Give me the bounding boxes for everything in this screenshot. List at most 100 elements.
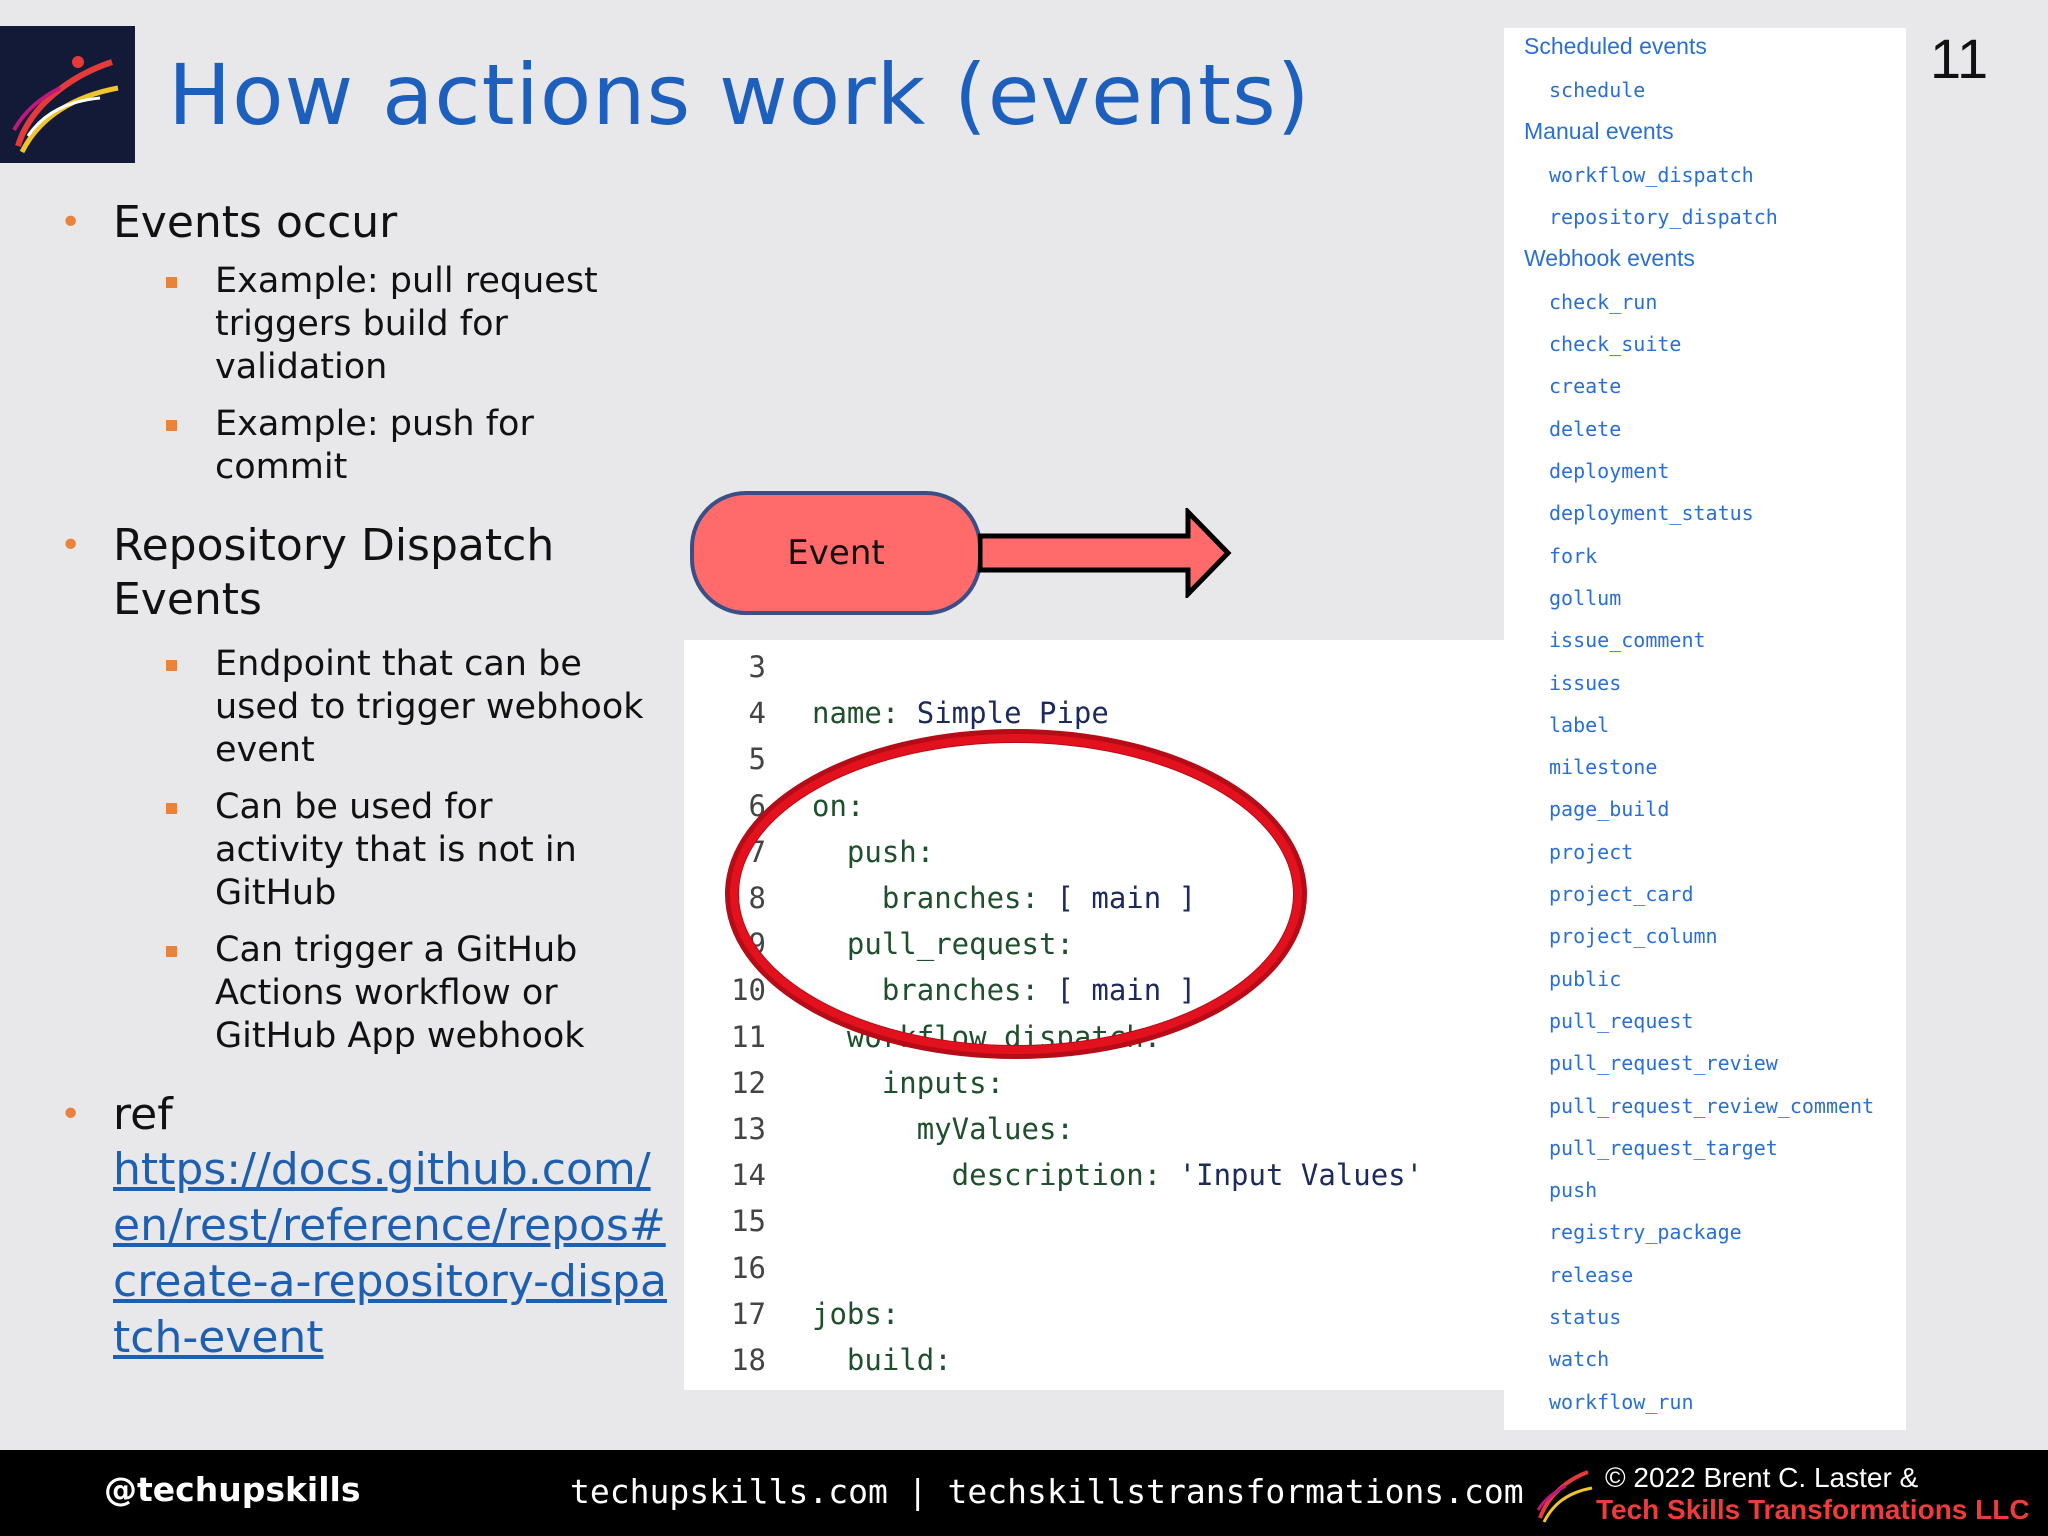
event-category-link[interactable]: Scheduled events bbox=[1524, 33, 1707, 59]
code-text: jobs: bbox=[812, 1291, 899, 1337]
code-line: 5 bbox=[684, 736, 1504, 782]
line-number: 11 bbox=[731, 1019, 766, 1054]
code-text: description: 'Input Values' bbox=[812, 1152, 1423, 1198]
event-link[interactable]: repository_dispatch bbox=[1549, 205, 1778, 230]
code-text: build: bbox=[812, 1337, 952, 1383]
event-link[interactable]: milestone bbox=[1549, 755, 1658, 780]
code-line: 17 jobs: bbox=[684, 1291, 1504, 1337]
copyright-text: © 2022 Brent C. Laster & bbox=[1605, 1462, 1919, 1493]
code-line: 13 myValues: bbox=[684, 1106, 1504, 1152]
bullet-dot-icon: • bbox=[60, 525, 82, 566]
event-link[interactable]: project_column bbox=[1549, 924, 1718, 949]
code-line: 14 description: 'Input Values' bbox=[684, 1152, 1504, 1198]
event-link[interactable]: watch bbox=[1549, 1347, 1610, 1372]
event-link[interactable]: schedule bbox=[1549, 78, 1646, 103]
social-handle: @techupskills bbox=[104, 1470, 361, 1509]
code-key: description: bbox=[812, 1158, 1179, 1193]
code-value: Simple Pipe bbox=[916, 696, 1109, 731]
event-link[interactable]: project_card bbox=[1549, 882, 1694, 906]
code-line: 16 bbox=[684, 1245, 1504, 1291]
code-line: 8 branches: [ main ] bbox=[684, 875, 1504, 921]
line-number: 4 bbox=[748, 696, 766, 731]
event-link[interactable]: pull_request_review bbox=[1549, 1051, 1778, 1076]
line-number: 18 bbox=[731, 1343, 766, 1377]
line-number: 3 bbox=[748, 650, 766, 684]
code-key: inputs: bbox=[812, 1065, 1005, 1100]
event-link[interactable]: create bbox=[1549, 374, 1622, 399]
event-link[interactable]: registry_package bbox=[1549, 1220, 1742, 1245]
code-key: branches: bbox=[812, 973, 1057, 1008]
event-link[interactable]: issue_comment bbox=[1549, 628, 1706, 653]
event-category-link[interactable]: Manual events bbox=[1524, 117, 1674, 144]
event-label: Event bbox=[787, 533, 885, 573]
brand-logo bbox=[0, 26, 135, 163]
code-key: myValues: bbox=[812, 1112, 1074, 1146]
footer-bar: @techupskills techupskills.com | techski… bbox=[0, 1450, 2048, 1536]
code-text: pull_request: bbox=[812, 921, 1074, 967]
event-link[interactable]: fork bbox=[1549, 543, 1598, 568]
event-link[interactable]: deployment_status bbox=[1549, 501, 1754, 526]
event-link[interactable]: check_suite bbox=[1549, 332, 1682, 357]
code-line: 10 branches: [ main ] bbox=[684, 967, 1504, 1013]
code-text: inputs: bbox=[812, 1060, 1004, 1106]
sub-bullet: Endpoint that can be used to trigger web… bbox=[60, 643, 660, 772]
event-shape bbox=[690, 491, 982, 615]
ref-link[interactable]: https://docs.github.com/en/rest/referenc… bbox=[113, 1144, 667, 1363]
square-bullet-icon bbox=[166, 420, 177, 431]
event-link[interactable]: status bbox=[1549, 1305, 1622, 1329]
code-key: build: bbox=[812, 1343, 952, 1377]
line-number: 5 bbox=[748, 742, 766, 777]
code-text: myValues: bbox=[812, 1106, 1074, 1152]
slide-title: How actions work (events) bbox=[168, 46, 1311, 144]
bullet-dot-icon: • bbox=[60, 1094, 82, 1135]
code-line: 4 name: Simple Pipe bbox=[684, 690, 1504, 736]
bullet-events-occur: • Events occur bbox=[60, 197, 398, 248]
event-link[interactable]: workflow_dispatch bbox=[1549, 162, 1754, 187]
event-link[interactable]: gollum bbox=[1549, 585, 1622, 610]
event-link[interactable]: pull_request_review_comment bbox=[1549, 1093, 1875, 1118]
code-key: push: bbox=[812, 834, 935, 869]
event-link[interactable]: push bbox=[1549, 1178, 1598, 1203]
code-value: [ main ] bbox=[1056, 881, 1197, 915]
event-link[interactable]: release bbox=[1549, 1262, 1634, 1287]
event-link[interactable]: check_run bbox=[1549, 289, 1658, 314]
company-name: Tech Skills Transformations LLC bbox=[1596, 1494, 2030, 1525]
line-number: 15 bbox=[731, 1204, 766, 1239]
event-link[interactable]: pull_request bbox=[1549, 1008, 1694, 1033]
code-key: on: bbox=[812, 788, 865, 823]
event-link[interactable]: page_build bbox=[1549, 797, 1670, 822]
slide-number: 11 bbox=[1930, 27, 1989, 90]
code-value: 'Input Values' bbox=[1178, 1158, 1424, 1193]
code-text: branches: [ main ] bbox=[812, 875, 1196, 921]
line-number: 16 bbox=[731, 1250, 766, 1285]
event-category-link[interactable]: Webhook events bbox=[1524, 244, 1695, 271]
event-link[interactable]: deployment bbox=[1549, 459, 1670, 483]
sub-bullet: Example: push for commit bbox=[60, 403, 660, 489]
event-link[interactable]: issues bbox=[1549, 670, 1622, 695]
code-text: name: Simple Pipe bbox=[812, 690, 1109, 736]
code-line: 7 push: bbox=[684, 829, 1504, 875]
event-link[interactable]: public bbox=[1549, 966, 1622, 991]
line-number: 17 bbox=[731, 1296, 766, 1331]
code-line: 12 inputs: bbox=[684, 1060, 1504, 1106]
line-number: 8 bbox=[748, 881, 766, 915]
footer-logo-icon bbox=[1536, 1470, 1593, 1523]
bullet-ref: • ref https://docs.github.com/en/rest/re… bbox=[60, 1088, 667, 1366]
square-bullet-icon bbox=[166, 803, 177, 814]
sub-bullet: Can trigger a GitHub Actions workflow or… bbox=[60, 929, 660, 1058]
event-link[interactable]: pull_request_target bbox=[1549, 1135, 1778, 1160]
sub-bullet: Example: pull request triggers build for… bbox=[60, 260, 660, 389]
event-link[interactable]: workflow_run bbox=[1549, 1389, 1694, 1414]
code-key: pull_request: bbox=[812, 927, 1074, 962]
code-key: jobs: bbox=[812, 1296, 900, 1331]
code-line: 18 build: bbox=[684, 1337, 1504, 1383]
highlight-oval bbox=[725, 729, 1307, 1059]
square-bullet-icon bbox=[166, 946, 177, 957]
code-key: name: bbox=[812, 696, 917, 731]
event-link[interactable]: label bbox=[1549, 712, 1610, 737]
square-bullet-icon bbox=[166, 277, 177, 288]
square-bullet-icon bbox=[166, 660, 177, 671]
code-value: [ main ] bbox=[1056, 973, 1197, 1008]
event-link[interactable]: project bbox=[1549, 839, 1634, 864]
event-link[interactable]: delete bbox=[1549, 416, 1622, 441]
